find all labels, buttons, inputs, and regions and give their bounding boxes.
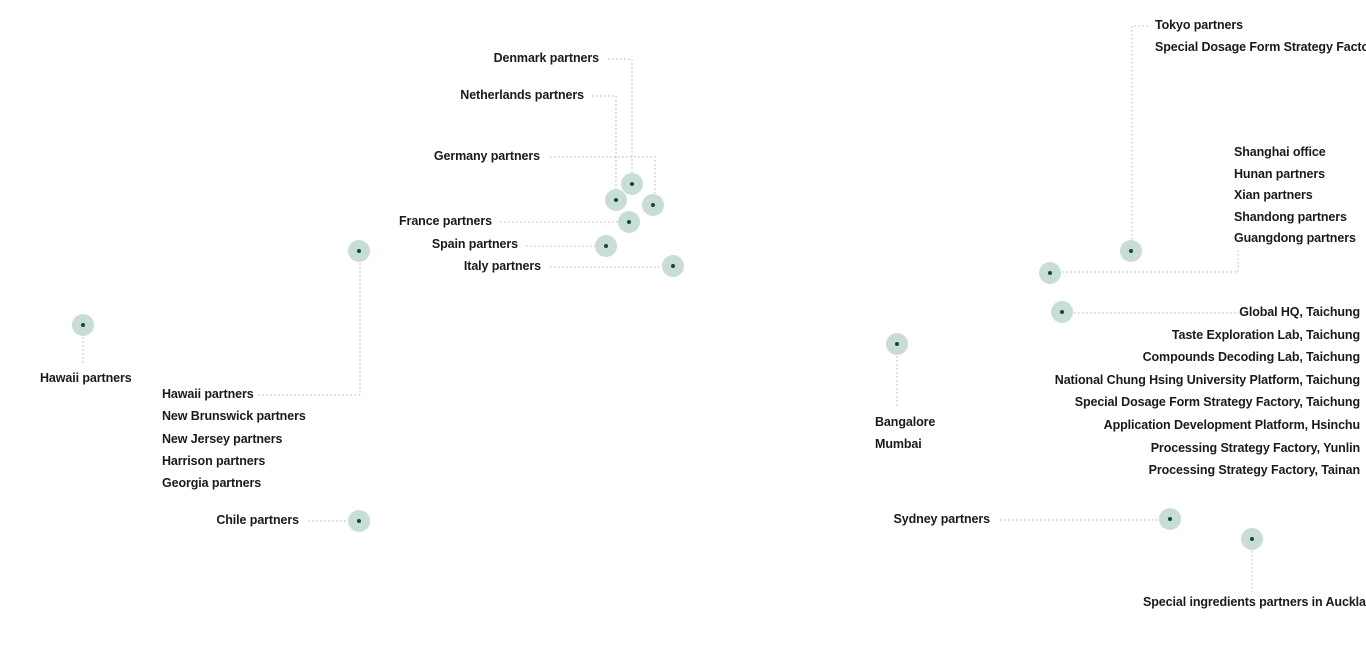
connector-netherlands xyxy=(592,95,617,200)
label-china-line: Shandong partners xyxy=(1234,209,1347,224)
label-taiwan-line: Taste Exploration Lab, Taichung xyxy=(1171,327,1360,342)
label-italy: Italy partners xyxy=(463,259,541,273)
marker-denmark[interactable] xyxy=(621,173,643,195)
label-france: France partners xyxy=(399,214,492,228)
marker-india[interactable] xyxy=(886,333,908,355)
label-taiwan-line: Special Dosage Form Strategy Factory, Ta… xyxy=(1074,395,1360,410)
label-taiwan-line: National Chung Hsing University Platform… xyxy=(1054,372,1360,387)
label-china-line: Xian partners xyxy=(1234,188,1313,202)
label-china-line: Guangdong partners xyxy=(1234,231,1356,245)
marker-usa[interactable] xyxy=(348,240,370,262)
connector-tokyo xyxy=(1131,25,1148,251)
label-usa-line: New Brunswick partners xyxy=(162,409,306,424)
label-tokyo-line: Tokyo partners xyxy=(1155,18,1243,32)
label-taiwan-line: Processing Strategy Factory, Yunlin xyxy=(1150,440,1360,455)
label-sydney: Sydney partners xyxy=(893,512,991,526)
label-group-taiwan: Global HQ, Taichung Taste Exploration La… xyxy=(1055,305,1360,486)
label-india-line: Bangalore xyxy=(875,415,936,429)
label-group-tokyo: Tokyo partners Special Dosage Form Strat… xyxy=(1155,18,1366,63)
label-spain: Spain partners xyxy=(431,237,518,251)
marker-sydney[interactable] xyxy=(1159,508,1181,530)
label-germany: Germany partners xyxy=(433,149,540,163)
marker-tokyo[interactable] xyxy=(1120,240,1142,262)
label-netherlands: Netherlands partners xyxy=(460,88,584,102)
label-china-line: Hunan partners xyxy=(1234,166,1325,181)
label-india-line: Mumbai xyxy=(875,436,922,451)
marker-china[interactable] xyxy=(1039,262,1061,284)
marker-spain[interactable] xyxy=(595,235,617,257)
label-hawaii: Hawaii partners xyxy=(40,371,132,385)
label-taiwan-line: Application Development Platform, Hsinch… xyxy=(1103,417,1360,432)
label-tokyo-line: Special Dosage Form Strategy Factory xyxy=(1155,40,1366,55)
marker-auckland[interactable] xyxy=(1241,528,1263,550)
marker-taiwan[interactable] xyxy=(1051,301,1073,323)
label-usa-line: Georgia partners xyxy=(162,476,262,491)
marker-netherlands[interactable] xyxy=(605,189,627,211)
label-usa-line: New Jersey partners xyxy=(162,431,283,446)
marker-france[interactable] xyxy=(618,211,640,233)
label-chile: Chile partners xyxy=(216,513,299,527)
connector-denmark xyxy=(608,58,633,184)
marker-germany[interactable] xyxy=(642,194,664,216)
label-taiwan-line: Processing Strategy Factory, Tainan xyxy=(1148,463,1360,478)
label-taiwan-line: Global HQ, Taichung xyxy=(1239,305,1360,319)
marker-italy[interactable] xyxy=(662,255,684,277)
connector-germany xyxy=(550,156,656,205)
label-group-china: Shanghai office Hunan partners Xian part… xyxy=(1234,145,1356,253)
connector-usa xyxy=(256,251,361,396)
label-taiwan-line: Compounds Decoding Lab, Taichung xyxy=(1142,350,1361,365)
label-china-line: Shanghai office xyxy=(1234,145,1326,159)
connector-china xyxy=(1050,250,1239,273)
marker-hawaii[interactable] xyxy=(72,314,94,336)
label-group-india: Bangalore Mumbai xyxy=(875,415,935,458)
label-usa-line: Harrison partners xyxy=(162,453,266,468)
label-group-usa: Hawaii partners New Brunswick partners N… xyxy=(162,387,306,498)
label-auckland: Special ingredients partners in Auckland xyxy=(1143,595,1366,609)
marker-chile[interactable] xyxy=(348,510,370,532)
label-denmark: Denmark partners xyxy=(493,51,599,65)
label-usa-line: Hawaii partners xyxy=(162,387,254,401)
